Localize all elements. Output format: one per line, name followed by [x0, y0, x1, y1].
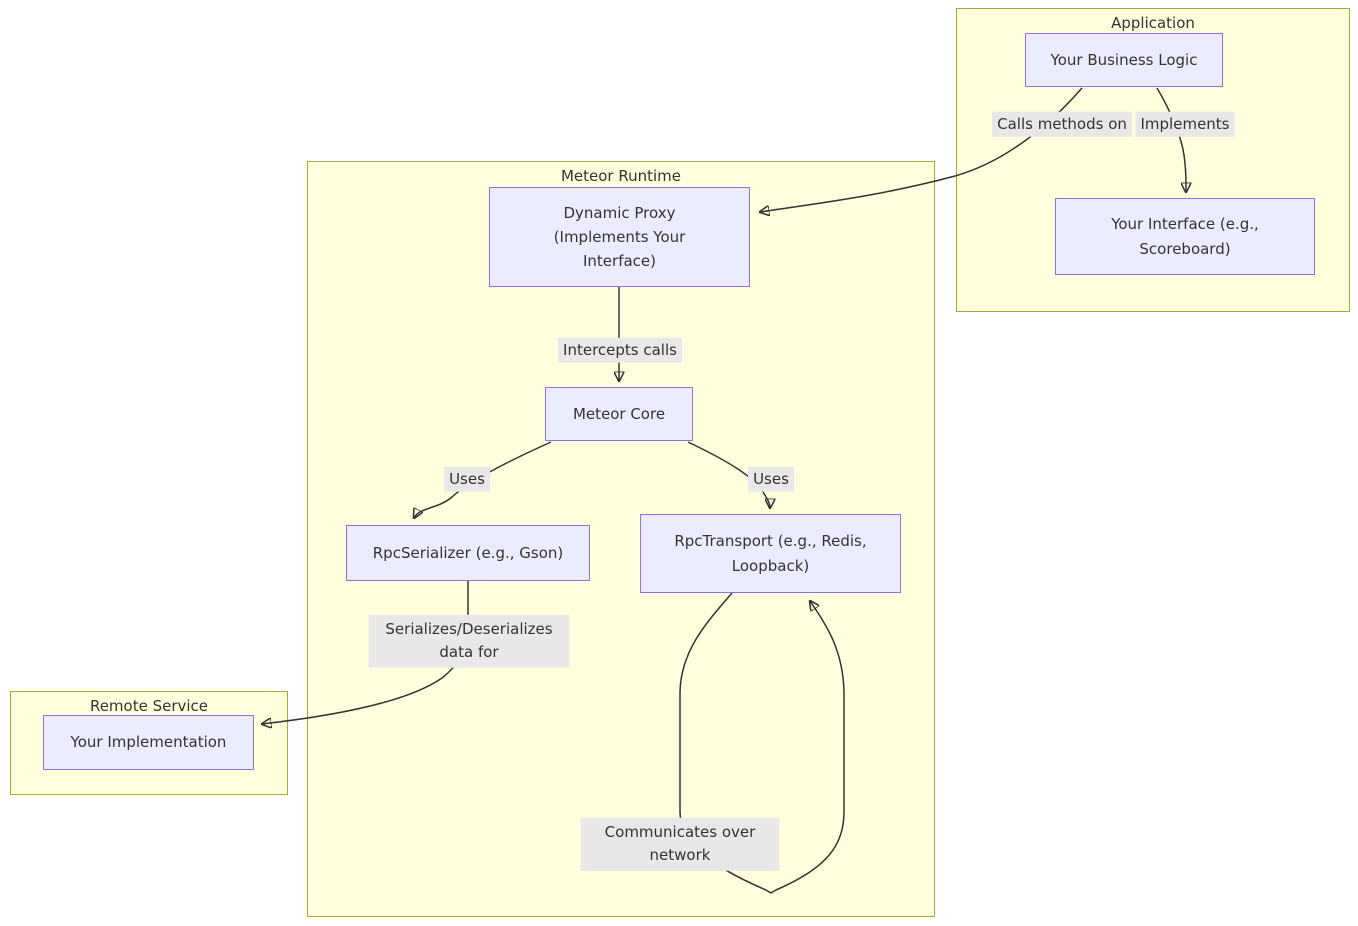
- node-dynamic-proxy-label: Dynamic Proxy (Implements Your Interface…: [553, 203, 686, 271]
- node-rpc-serializer-label: RpcSerializer (e.g., Gson): [372, 543, 564, 562]
- edge-label-uses-right: Uses: [748, 466, 794, 492]
- node-your-business-logic: Your Business Logic: [1025, 33, 1223, 87]
- subgraph-application-title: Application: [1111, 14, 1195, 32]
- edge-label-communicates-over-network: Communicates over network: [580, 817, 780, 871]
- node-your-implementation: Your Implementation: [43, 715, 254, 770]
- edge-label-serializes-deserializes: Serializes/Deserializes data for: [368, 614, 570, 668]
- edge-label-intercepts-calls: Intercepts calls: [558, 337, 682, 363]
- node-meteor-core-label: Meteor Core: [572, 404, 666, 423]
- edge-label-uses-left: Uses: [444, 466, 490, 492]
- node-your-business-logic-label: Your Business Logic: [1050, 50, 1198, 69]
- node-your-implementation-label: Your Implementation: [70, 733, 227, 752]
- subgraph-remote-service-title: Remote Service: [89, 697, 209, 715]
- node-rpc-serializer: RpcSerializer (e.g., Gson): [346, 525, 590, 581]
- edge-label-calls-methods-on: Calls methods on: [992, 111, 1132, 137]
- node-dynamic-proxy: Dynamic Proxy (Implements Your Interface…: [489, 187, 750, 287]
- node-rpc-transport: RpcTransport (e.g., Redis, Loopback): [640, 514, 901, 593]
- node-meteor-core: Meteor Core: [545, 387, 693, 441]
- node-rpc-transport-label: RpcTransport (e.g., Redis, Loopback): [674, 532, 867, 575]
- node-your-interface-label: Your Interface (e.g., Scoreboard): [1111, 215, 1259, 258]
- edge-label-implements: Implements: [1135, 111, 1235, 137]
- subgraph-meteor-runtime-title: Meteor Runtime: [560, 167, 682, 185]
- node-your-interface: Your Interface (e.g., Scoreboard): [1055, 198, 1315, 275]
